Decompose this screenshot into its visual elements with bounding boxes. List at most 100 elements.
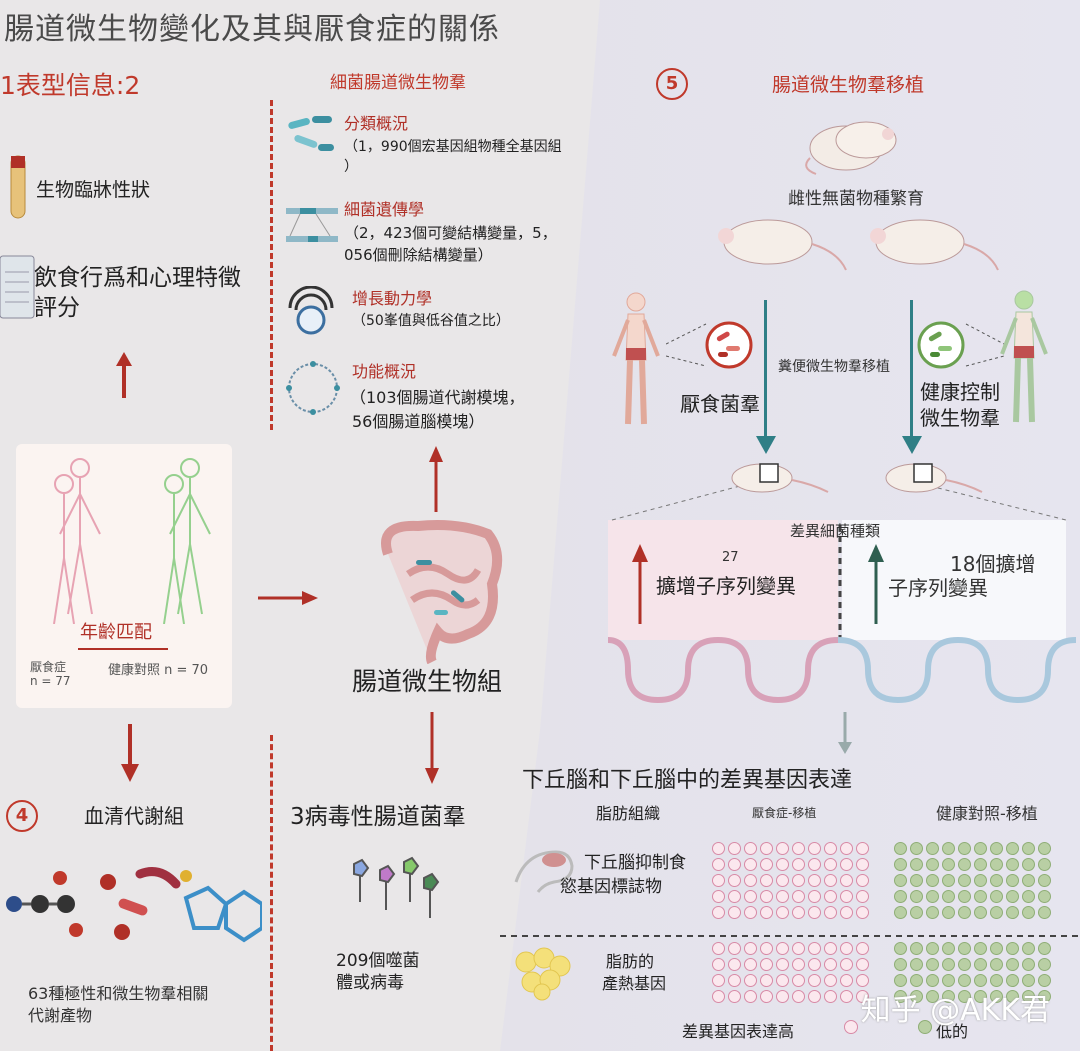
expression-dot xyxy=(824,990,837,1003)
expression-dot xyxy=(728,874,741,887)
expression-dot xyxy=(1006,958,1019,971)
expression-heading: 下丘腦和下丘腦中的差異基因表達 xyxy=(522,768,853,793)
expression-dot xyxy=(910,874,923,887)
anorexia-n: n = 77 xyxy=(30,674,71,688)
anorexia-microbiota-label: 厭食菌羣 xyxy=(680,392,760,416)
expression-dot xyxy=(744,974,757,987)
expression-dot xyxy=(1038,874,1051,887)
right-asv-line1: 18個擴增 xyxy=(950,552,1036,576)
expression-dot xyxy=(776,874,789,887)
expression-dot xyxy=(958,958,971,971)
row1-line1: 下丘腦抑制食 xyxy=(584,853,686,873)
fmt-arrow-left-head xyxy=(756,436,776,454)
right-asv-line2: 子序列變異 xyxy=(888,576,988,600)
bacteria-heading: 細菌腸道微生物羣 xyxy=(330,73,466,93)
expression-dot xyxy=(894,842,907,855)
expression-dot xyxy=(808,890,821,903)
expression-dot xyxy=(744,842,757,855)
expression-dot xyxy=(974,990,987,1003)
anorexia-label: 厭食症 xyxy=(30,660,67,674)
arrow-up-icon-gut xyxy=(429,446,443,512)
phage-icon xyxy=(353,856,440,918)
expression-dot xyxy=(958,842,971,855)
expression-dot xyxy=(824,958,837,971)
expression-dot xyxy=(1038,990,1051,1003)
expression-dot xyxy=(942,874,955,887)
expression-dot xyxy=(942,906,955,919)
expression-dot xyxy=(760,842,773,855)
expression-dot xyxy=(974,858,987,871)
expression-dot xyxy=(926,942,939,955)
expression-dot xyxy=(744,906,757,919)
expression-dot xyxy=(712,942,725,955)
adipose-label: 脂肪組織 xyxy=(596,804,661,823)
expression-dot xyxy=(856,990,869,1003)
expression-dot xyxy=(776,942,789,955)
expression-dot xyxy=(856,942,869,955)
cohort-card: 年齡匹配 厭食症 n = 77 健康對照 n = 70 xyxy=(16,444,232,708)
expression-dot xyxy=(728,958,741,971)
arrow-up-icon xyxy=(116,352,132,398)
expression-dot xyxy=(974,842,987,855)
expression-dot xyxy=(1022,906,1035,919)
expression-dot xyxy=(894,942,907,955)
taxonomy-title: 分類概況 xyxy=(344,114,409,133)
row2-line2: 產熱基因 xyxy=(602,974,667,993)
expression-dot xyxy=(760,958,773,971)
expression-dot xyxy=(856,958,869,971)
expression-dot xyxy=(910,906,923,919)
watermark: 知乎 @AKK君 xyxy=(860,993,1050,1028)
expression-dot xyxy=(1038,974,1051,987)
expression-dot xyxy=(792,874,805,887)
expression-dot xyxy=(974,906,987,919)
expression-dot xyxy=(942,990,955,1003)
expression-dot xyxy=(1006,990,1019,1003)
expression-dot xyxy=(760,974,773,987)
expression-dot xyxy=(974,958,987,971)
expression-dot xyxy=(824,874,837,887)
expression-dot xyxy=(712,906,725,919)
taxonomy-line1: （1，990個宏基因組物種全基因組 xyxy=(344,139,562,155)
function-line2: 56個腸道腦模塊） xyxy=(352,412,485,431)
expression-dot xyxy=(974,942,987,955)
dot-grid-anorexia-top xyxy=(712,842,869,919)
expression-dot xyxy=(856,874,869,887)
healthy-microbiota-line2: 微生物羣 xyxy=(920,406,1000,430)
recipient-mouse-right-icon xyxy=(885,463,983,493)
anorexia-microbiota-icon xyxy=(705,321,753,369)
zoom-lines-right xyxy=(965,323,1005,367)
expression-dot xyxy=(958,874,971,887)
expression-dot xyxy=(926,858,939,871)
section-number-5: 5 xyxy=(656,68,688,100)
expression-dot xyxy=(910,974,923,987)
column-anorexia-transplant: 厭食症-移植 xyxy=(752,806,817,820)
expression-dot xyxy=(856,906,869,919)
expression-dot xyxy=(1006,874,1019,887)
expression-dot xyxy=(910,858,923,871)
age-matched-label: 年齡匹配 xyxy=(80,622,152,643)
growth-title: 增長動力學 xyxy=(352,289,433,308)
recipient-mouse-left-icon xyxy=(731,463,829,493)
clipboard-icon xyxy=(0,255,35,319)
expression-dot xyxy=(894,906,907,919)
expression-dot xyxy=(712,958,725,971)
increase-arrow-right xyxy=(868,544,884,624)
fmt-arrow-right-line xyxy=(910,300,913,440)
expression-dot xyxy=(728,858,741,871)
expression-dot xyxy=(776,906,789,919)
expression-dot xyxy=(744,858,757,871)
expression-dot xyxy=(840,974,853,987)
genetics-icon xyxy=(286,208,338,242)
expression-dot xyxy=(712,990,725,1003)
dot-grid-healthy-top xyxy=(894,842,1051,919)
expression-dot xyxy=(990,890,1003,903)
healthy-microbiota-line1: 健康控制 xyxy=(920,380,1000,404)
expression-dot xyxy=(958,990,971,1003)
expression-dot xyxy=(856,842,869,855)
expression-dot xyxy=(926,842,939,855)
mouse-left-icon xyxy=(718,219,847,271)
expression-dot xyxy=(776,842,789,855)
expression-dot xyxy=(744,890,757,903)
fmt-arrow-right-head xyxy=(902,436,922,454)
expression-dot xyxy=(910,890,923,903)
